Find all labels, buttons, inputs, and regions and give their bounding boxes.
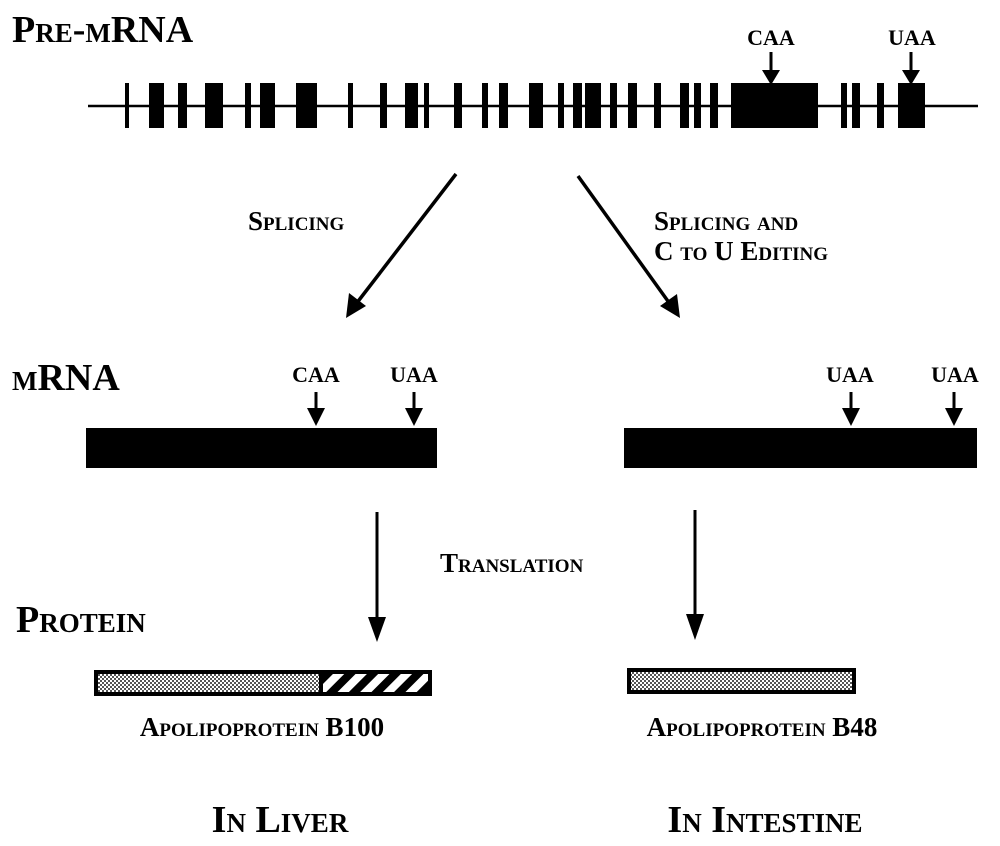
exon xyxy=(260,83,275,128)
mrna-liver-marker-uaa: UAA xyxy=(390,362,438,426)
exon xyxy=(149,83,164,128)
tissue-liver-label: In Liver xyxy=(212,799,349,841)
mrna-intestine-codon-uaa2-label: UAA xyxy=(931,362,979,387)
exon xyxy=(628,83,637,128)
exon xyxy=(245,83,251,128)
protein-b100-shared-region xyxy=(96,672,321,694)
protein-b100-name: Apolipoprotein B100 xyxy=(140,712,384,742)
exon xyxy=(610,83,617,128)
exon xyxy=(499,83,508,128)
protein-b100-bar xyxy=(94,670,432,696)
exon xyxy=(877,83,884,128)
premrna-marker-caa: CAA xyxy=(747,25,795,85)
exon xyxy=(710,83,718,128)
mrna-label: mRNA xyxy=(12,357,120,399)
exon xyxy=(178,83,187,128)
premrna-codon-caa-label: CAA xyxy=(747,25,795,50)
exon xyxy=(424,83,429,128)
translation-label: Translation xyxy=(440,548,584,578)
protein-label: Protein xyxy=(16,599,146,641)
exon xyxy=(380,83,387,128)
exon xyxy=(694,83,701,128)
mrna-intestine-codon-uaa1-label: UAA xyxy=(826,362,874,387)
exon xyxy=(680,83,689,128)
splicing-arrow-right xyxy=(576,174,680,318)
down-arrow-icon xyxy=(368,617,386,642)
translation-arrow-intestine xyxy=(686,510,704,640)
exon xyxy=(529,83,543,128)
exon xyxy=(573,83,582,128)
mrna-intestine-marker-uaa-2: UAA xyxy=(931,362,979,426)
mrna-liver-marker-caa: CAA xyxy=(292,362,340,426)
splicing-arrow-left xyxy=(346,172,458,318)
exon xyxy=(482,83,488,128)
premrna-codon-uaa-label: UAA xyxy=(888,25,936,50)
protein-b100-extended-region xyxy=(321,672,430,694)
protein-b48-outline xyxy=(627,668,856,694)
splicing-editing-label-line2: C to U Editing xyxy=(654,236,828,266)
exon xyxy=(125,83,129,128)
arrowhead-icon xyxy=(660,294,680,318)
splicing-label: Splicing xyxy=(248,206,345,236)
exon xyxy=(296,83,317,128)
exon xyxy=(841,83,847,128)
mrna-liver-codon-caa-label: CAA xyxy=(292,362,340,387)
down-arrow-icon xyxy=(945,408,963,426)
protein-b48-region xyxy=(629,670,854,692)
exon xyxy=(852,83,860,128)
premrna-exons xyxy=(125,83,925,128)
mrna-intestine-marker-uaa-1: UAA xyxy=(826,362,874,426)
exon xyxy=(405,83,418,128)
splicing-editing-label-line1: Splicing and xyxy=(654,206,798,236)
arrowhead-icon xyxy=(346,293,366,318)
down-arrow-icon xyxy=(686,614,704,640)
down-arrow-icon xyxy=(842,408,860,426)
mrna-intestine-bar xyxy=(624,428,977,468)
mrna-liver-codon-uaa-label: UAA xyxy=(390,362,438,387)
premrna-marker-uaa: UAA xyxy=(888,25,936,85)
protein-b48-bar xyxy=(627,668,856,694)
protein-b100-outline xyxy=(94,670,432,696)
premrna-gene xyxy=(88,83,978,128)
down-arrow-icon xyxy=(307,408,325,426)
exon xyxy=(558,83,564,128)
exon xyxy=(348,83,353,128)
exon xyxy=(731,83,818,128)
down-arrow-icon xyxy=(405,408,423,426)
mrna-liver-bar xyxy=(86,428,437,468)
exon xyxy=(205,83,223,128)
exon xyxy=(454,83,462,128)
premrna-label: Pre-mRNA xyxy=(12,9,194,51)
down-arrow-icon xyxy=(762,70,780,85)
arrow-shaft xyxy=(354,172,458,306)
tissue-intestine-label: In Intestine xyxy=(667,799,862,841)
protein-b48-name: Apolipoprotein B48 xyxy=(647,712,878,742)
exon xyxy=(654,83,661,128)
exon xyxy=(585,83,601,128)
exon xyxy=(898,83,925,128)
arrow-shaft xyxy=(576,174,672,306)
down-arrow-icon xyxy=(902,70,920,85)
translation-arrow-liver xyxy=(368,512,386,642)
